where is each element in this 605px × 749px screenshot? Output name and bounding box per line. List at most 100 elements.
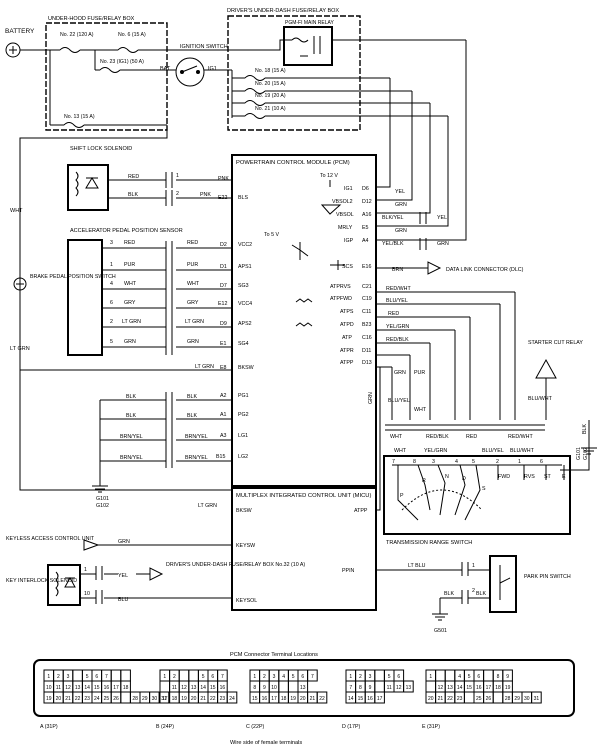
terminal-number: 30 bbox=[152, 696, 158, 702]
trs-term-2: 2 bbox=[496, 459, 499, 465]
terminal-number: 22 bbox=[447, 696, 453, 702]
terminal-number: 29 bbox=[514, 696, 520, 702]
wire-label-red3a: RED bbox=[124, 240, 135, 246]
terminal-cell bbox=[316, 691, 328, 704]
wire-label-ltgrn-left: LT GRN bbox=[10, 346, 30, 352]
brake-pedal-switch: BRAKE PEDAL POSITION SWITCH bbox=[13, 274, 116, 291]
fuse-20-label: No. 20 (15 A) bbox=[255, 81, 286, 87]
terminal-cell bbox=[307, 669, 318, 682]
wire-label-yel-key: YEL bbox=[118, 573, 128, 579]
fuse-13-icon bbox=[63, 122, 85, 128]
pin-b23: B23 bbox=[362, 322, 371, 328]
pin-e16: E16 bbox=[362, 264, 371, 270]
wire-label-yel-a16: YEL bbox=[437, 215, 447, 221]
dlc-label: DATA LINK CONNECTOR (DLC) bbox=[446, 267, 524, 273]
terminal-number: 29 bbox=[142, 696, 148, 702]
micu-pin-ppin: PPIN bbox=[342, 568, 355, 574]
terminal-number: 15 bbox=[94, 685, 100, 691]
pin-d6: D6 bbox=[362, 186, 369, 192]
underdash-fuse-box: DRIVER'S UNDER-DASH FUSE/RELAY BOX PGM-F… bbox=[167, 8, 448, 131]
pin-vcc4: VCC4 bbox=[238, 301, 252, 307]
terminal-cell bbox=[120, 691, 131, 704]
wire-label-yel-d6: YEL bbox=[395, 189, 405, 195]
pin-atpp: ATPP bbox=[340, 360, 354, 366]
wire-label-wht-left: WHT bbox=[10, 208, 23, 214]
shift-lock-solenoid: SHIFT LOCK SOLENOID RED BLK 1 2 PNK bbox=[67, 146, 232, 211]
battery: BATTERY bbox=[5, 28, 35, 58]
terminal-number: 25 bbox=[104, 696, 110, 702]
terminal-number: 6 bbox=[95, 674, 98, 680]
wire-label-grn-atpp: GRN bbox=[368, 392, 374, 404]
terminal-number: 3 bbox=[369, 674, 372, 680]
wire-label-grn5b: GRN bbox=[187, 339, 199, 345]
pcm: POWERTRAIN CONTROL MODULE (PCM) To 12 V … bbox=[231, 154, 377, 487]
terminal-number: 5 bbox=[388, 674, 391, 680]
terminal-cell bbox=[374, 691, 385, 704]
wire-label-wht-t: WHT bbox=[390, 434, 403, 440]
connector-label: B (24P) bbox=[156, 724, 174, 730]
terminal-number: 17 bbox=[113, 685, 119, 691]
pin-e1: E1 bbox=[220, 341, 227, 347]
terminal-cell bbox=[374, 680, 385, 693]
terminal-cell bbox=[287, 680, 299, 693]
terminal-number: 23 bbox=[457, 696, 463, 702]
wire-label-red-sl: RED bbox=[128, 174, 139, 180]
pin-c21: C21 bbox=[362, 284, 372, 290]
ignition-switch-icon bbox=[175, 57, 205, 87]
wire-label-ltblu-ppin: LT BLU bbox=[408, 563, 426, 569]
pin-num-ap2: 2 bbox=[110, 319, 113, 325]
terminal-number: 12 bbox=[181, 685, 187, 691]
terminal-number: 20 bbox=[191, 696, 197, 702]
fuse-19-label: No. 19 (20 A) bbox=[255, 93, 286, 99]
fuse-6-icon bbox=[117, 47, 139, 53]
fuse-18-label: No. 18 (15 A) bbox=[255, 68, 286, 74]
trs-term-6: 6 bbox=[540, 459, 543, 465]
wire-label-blu-key: BLU bbox=[118, 597, 128, 603]
wire-label-bluwht-relay: BLU/WHT bbox=[528, 396, 553, 402]
terminal-number: 26 bbox=[486, 696, 492, 702]
ignition-switch: IGNITION SWITCH BAT IG1 bbox=[160, 44, 228, 87]
wire-label-redblk-t: RED/BLK bbox=[426, 434, 449, 440]
pin-d13: D13 bbox=[362, 360, 372, 366]
terminal-number: 4 bbox=[282, 674, 285, 680]
terminal-number: 19 bbox=[181, 696, 187, 702]
pcm-to5v-label: To 5 V bbox=[264, 232, 279, 238]
trs-n: N bbox=[445, 474, 449, 480]
wire-label-bluyel-v: BLU/YEL bbox=[388, 398, 410, 404]
pin-e5: E5 bbox=[362, 225, 369, 231]
connector-label: C (22P) bbox=[246, 724, 264, 730]
terminal-cell bbox=[483, 669, 494, 682]
trs-term-4: 4 bbox=[455, 459, 458, 465]
terminal-number: 10 bbox=[271, 685, 277, 691]
pin-c16: C16 bbox=[362, 335, 372, 341]
trs-pre-connectors: WHT RED/BLK RED RED/WHT WHT YEL/GRN BLU/… bbox=[385, 424, 545, 454]
wire-label-gry6a: GRY bbox=[124, 300, 136, 306]
ground-g101a: G101 bbox=[96, 496, 109, 502]
terminal-number: 6 bbox=[301, 674, 304, 680]
wire-label-redblk-c16: RED/BLK bbox=[386, 337, 409, 343]
wire-label-ltgrn2b: LT GRN bbox=[185, 319, 204, 325]
terminal-number: 20 bbox=[428, 696, 434, 702]
trs-st: ST bbox=[544, 474, 552, 480]
pin-b15: B15 bbox=[216, 454, 225, 460]
terminal-number: 22 bbox=[319, 696, 325, 702]
connector-housing bbox=[33, 659, 575, 717]
wire-label-redwht-t: RED/WHT bbox=[508, 434, 533, 440]
terminal-number: 19 bbox=[505, 685, 511, 691]
pin-c11: C11 bbox=[362, 309, 371, 315]
pgm-relay-label: PGM-FI MAIN RELAY bbox=[285, 20, 334, 26]
pin-num-ap5: 5 bbox=[110, 339, 113, 345]
terminal-number: 13 bbox=[300, 685, 306, 691]
terminal-number: 5 bbox=[292, 674, 295, 680]
terminal-cell bbox=[403, 680, 414, 693]
wire-label-yelgrn-b: YEL/GRN bbox=[424, 448, 447, 454]
terminal-number: 16 bbox=[476, 685, 482, 691]
terminal-number: 16 bbox=[220, 685, 226, 691]
pin-num-ap6: 6 bbox=[110, 300, 113, 306]
terminal-cell bbox=[374, 669, 385, 682]
wire-label-ltgrn-mid: LT GRN bbox=[195, 364, 214, 370]
terminal-number: 6 bbox=[397, 674, 400, 680]
wire-label-grn-d12: GRN bbox=[395, 202, 407, 208]
wire-label-brn-e16: BRN bbox=[392, 267, 403, 273]
